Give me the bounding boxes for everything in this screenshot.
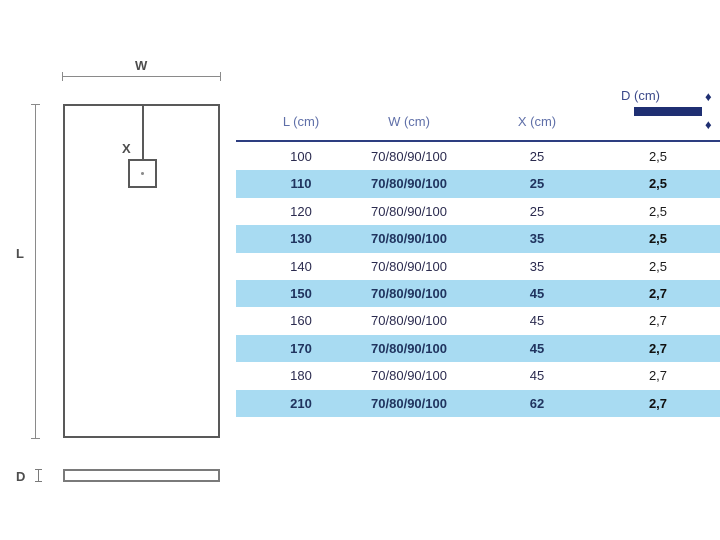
length-dimension-line — [35, 104, 36, 438]
cell-depth: 2,7 — [648, 368, 668, 384]
cell-length: 210 — [290, 395, 312, 411]
table-row: 110 70/80/90/100 25 2,5 — [236, 170, 720, 198]
length-label: L — [16, 246, 25, 261]
cell-length: 180 — [290, 368, 312, 384]
cell-drain-offset: 35 — [529, 231, 545, 247]
depth-dimension-line — [38, 469, 39, 482]
cell-depth: 2,5 — [648, 203, 668, 219]
cell-length: 170 — [290, 340, 312, 356]
cell-length: 100 — [290, 149, 312, 164]
depth-dimension-cap-bottom — [35, 481, 42, 482]
depth-dimension-cap-top — [35, 469, 42, 470]
cell-depth: 2,5 — [648, 258, 668, 274]
drain-offset-label: X — [122, 141, 131, 156]
cell-drain-offset: 25 — [529, 176, 545, 192]
table-row: 120 70/80/90/100 25 2,5 — [236, 197, 720, 226]
cell-width: 70/80/90/100 — [371, 149, 447, 164]
table-header-row: L (cm) W (cm) X (cm) — [236, 114, 720, 138]
table-header-rule — [236, 140, 720, 142]
cell-length: 140 — [290, 258, 312, 274]
depth-legend-label: D (cm) — [621, 88, 660, 103]
cell-depth: 2,5 — [648, 176, 668, 192]
table-row: 210 70/80/90/100 62 2,7 — [236, 389, 720, 417]
width-dimension-tick-left — [62, 72, 63, 81]
length-dimension-tick-bottom — [31, 438, 40, 439]
cell-length: 160 — [290, 313, 312, 329]
cell-width: 70/80/90/100 — [371, 340, 447, 356]
cell-length: 120 — [290, 203, 312, 219]
drain-center-dot — [141, 172, 144, 175]
shower-tray-side-view — [63, 469, 220, 482]
cell-width: 70/80/90/100 — [371, 231, 447, 247]
cell-drain-offset: 62 — [529, 395, 545, 411]
cell-width: 70/80/90/100 — [371, 313, 447, 329]
cell-width: 70/80/90/100 — [371, 203, 447, 219]
cell-depth: 2,7 — [648, 313, 668, 329]
depth-legend-bar — [634, 107, 702, 116]
table-row: 160 70/80/90/100 45 2,7 — [236, 307, 720, 335]
column-header-drain-offset: X (cm) — [517, 114, 557, 129]
cell-drain-offset: 25 — [529, 149, 545, 164]
table-row: 170 70/80/90/100 45 2,7 — [236, 334, 720, 363]
cell-depth: 2,5 — [648, 231, 668, 247]
cell-depth: 2,5 — [648, 149, 668, 164]
table-row: 140 70/80/90/100 35 2,5 — [236, 252, 720, 280]
cell-drain-offset: 25 — [529, 203, 545, 219]
cell-width: 70/80/90/100 — [371, 395, 447, 411]
cell-depth: 2,7 — [648, 395, 668, 411]
cell-width: 70/80/90/100 — [371, 258, 447, 274]
cell-width: 70/80/90/100 — [371, 176, 447, 192]
table-body: 100 70/80/90/100 25 2,5 110 70/80/90/100 25 2,5… — [236, 143, 720, 417]
cell-width: 70/80/90/100 — [371, 285, 447, 301]
column-header-length: L (cm) — [282, 114, 320, 129]
cell-drain-offset: 45 — [529, 285, 545, 301]
table-row: 130 70/80/90/100 35 2,5 — [236, 225, 720, 253]
cell-drain-offset: 45 — [529, 340, 545, 356]
table-row: 180 70/80/90/100 45 2,7 — [236, 362, 720, 390]
cell-depth: 2,7 — [648, 340, 668, 356]
cell-length: 110 — [290, 176, 312, 192]
width-dimension-line — [62, 76, 221, 77]
cell-depth: 2,7 — [648, 285, 668, 301]
cell-drain-offset: 45 — [529, 368, 545, 384]
depth-legend: D (cm) ♦ ♦ — [621, 88, 712, 132]
table-row: 100 70/80/90/100 25 2,5 — [236, 143, 720, 171]
width-label: W — [135, 58, 148, 73]
width-dimension-tick-right — [220, 72, 221, 81]
cell-drain-offset: 45 — [529, 313, 545, 329]
depth-label: D — [16, 469, 26, 484]
length-dimension-tick-top — [31, 104, 40, 105]
cell-drain-offset: 35 — [529, 258, 545, 274]
column-header-width: W (cm) — [388, 114, 430, 129]
table-row: 150 70/80/90/100 45 2,7 — [236, 279, 720, 308]
cell-length: 150 — [290, 285, 312, 301]
cell-width: 70/80/90/100 — [371, 368, 447, 384]
cell-length: 130 — [290, 231, 312, 247]
technical-drawing: W L X D — [0, 0, 236, 540]
drain-offset-leader-line — [142, 105, 144, 171]
